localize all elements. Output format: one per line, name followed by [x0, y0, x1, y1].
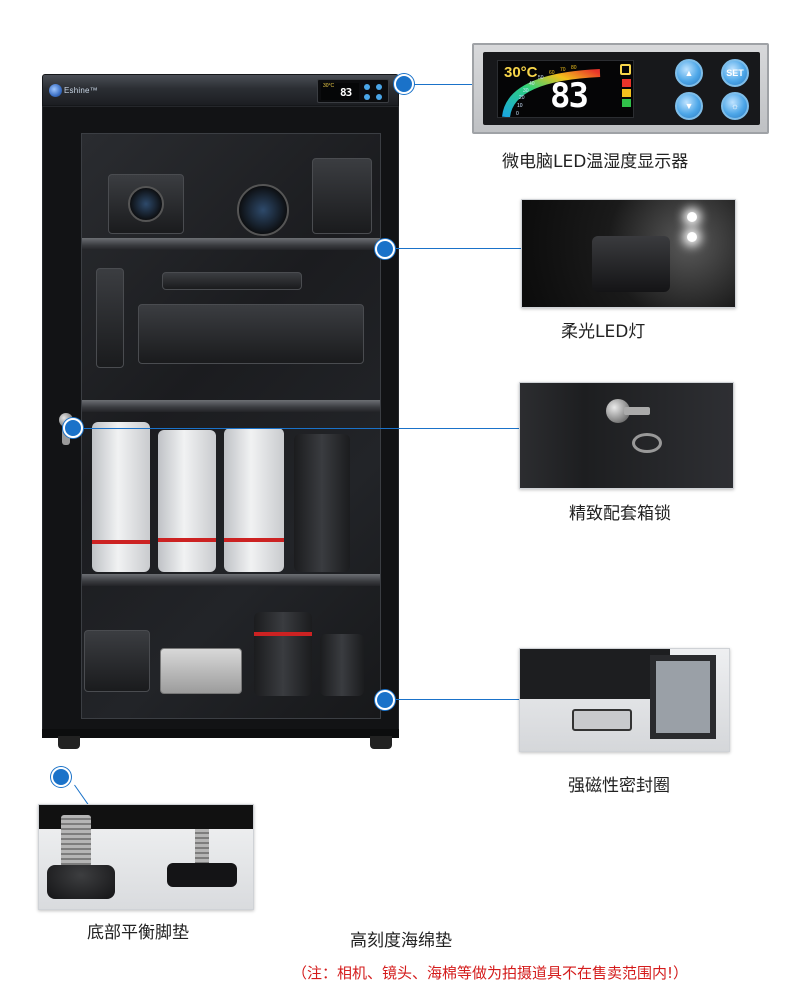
- caption-lock: 精致配套箱锁: [569, 504, 671, 524]
- lens-cap: [237, 184, 289, 236]
- callout-marker: [63, 418, 83, 438]
- callout-line: [396, 248, 522, 249]
- gauge-tick-label: 70: [560, 67, 566, 73]
- telephoto-lens: [92, 422, 150, 572]
- gauge-tick-label: 10: [517, 103, 523, 109]
- gauge-tick-label: 0: [516, 111, 519, 117]
- lens: [320, 634, 364, 696]
- caption-feet: 底部平衡脚垫: [87, 923, 189, 943]
- mini-down-button: [364, 94, 370, 100]
- light-button[interactable]: ☼: [721, 92, 749, 120]
- camera-body: [84, 630, 150, 692]
- foot-pad: [58, 736, 80, 749]
- telephoto-lens: [294, 434, 350, 572]
- disclaimer-note: （注：相机、镜头、海棉等做为拍摄道具不在售卖范围内!）: [292, 964, 689, 982]
- dry-cabinet-image: Eshine™ 30°C 83: [42, 74, 399, 749]
- camera-body: [312, 158, 372, 234]
- telephoto-lens: [158, 430, 216, 572]
- caption-light: 柔光LED灯: [561, 322, 646, 342]
- mini-set-button: [376, 84, 382, 90]
- foot-pad-photo: [38, 804, 254, 910]
- mini-temperature: 30°C: [323, 83, 335, 89]
- shelf: [82, 400, 380, 412]
- caption-seal: 强磁性密封圈: [568, 776, 670, 796]
- magnetic-seal-photo: [519, 648, 730, 752]
- mini-humidity: 83: [340, 86, 352, 99]
- mini-lcd: 30°C 83: [321, 83, 359, 100]
- rangefinder-camera: [160, 648, 242, 694]
- camcorder-handle: [162, 272, 302, 290]
- caption-display: 微电脑LED温湿度显示器: [502, 152, 689, 172]
- gauge-tick-label: 80: [571, 65, 577, 71]
- shelf: [82, 574, 380, 586]
- mini-light-button: [376, 94, 382, 100]
- callout-line: [396, 699, 520, 700]
- lens-upright: [96, 268, 124, 368]
- level-bar-green: [622, 99, 631, 107]
- brand-logo: Eshine™: [49, 83, 107, 99]
- lens: [254, 612, 312, 696]
- gauge-tick-label: 60: [549, 70, 555, 76]
- callout-line: [68, 428, 522, 429]
- callout-marker: [375, 239, 395, 259]
- cabinet-top-panel: Eshine™ 30°C 83: [42, 74, 399, 106]
- foot-pad: [370, 736, 392, 749]
- gauge-tick-label: 30: [523, 88, 529, 94]
- cabinet-base: [42, 729, 399, 738]
- camera-lens: [128, 186, 164, 222]
- lock-icon: [620, 64, 631, 75]
- mini-up-button: [364, 84, 370, 90]
- gauge-tick-label: 40: [529, 81, 535, 87]
- shelf: [82, 238, 380, 250]
- humidity-readout: 83: [550, 76, 589, 116]
- led-light-photo: [521, 199, 736, 308]
- up-button[interactable]: ▲: [675, 59, 703, 87]
- callout-line: [414, 84, 474, 85]
- down-button[interactable]: ▼: [675, 92, 703, 120]
- camcorder: [138, 304, 364, 364]
- cabinet-body: [42, 106, 399, 736]
- caption-sponge: 高刻度海绵垫: [350, 931, 452, 951]
- callout-marker: [394, 74, 414, 94]
- callout-marker: [375, 690, 395, 710]
- set-button[interactable]: SET: [721, 59, 749, 87]
- brand-logo-text: Eshine™: [64, 86, 98, 95]
- telephoto-lens: [224, 428, 284, 572]
- callout-marker: [51, 767, 71, 787]
- callout-line: [74, 784, 89, 805]
- gauge-tick-label: 20: [519, 95, 525, 101]
- lock-photo: [519, 382, 734, 489]
- mini-display-panel: 30°C 83: [317, 79, 389, 103]
- level-bars: [622, 79, 631, 109]
- level-bar-yellow: [622, 89, 631, 97]
- gauge-tick-label: 50: [538, 75, 544, 81]
- temperature-readout: 30°C: [504, 64, 538, 81]
- level-bar-red: [622, 79, 631, 87]
- glass-door: [81, 133, 381, 719]
- brand-logo-icon: [49, 84, 62, 97]
